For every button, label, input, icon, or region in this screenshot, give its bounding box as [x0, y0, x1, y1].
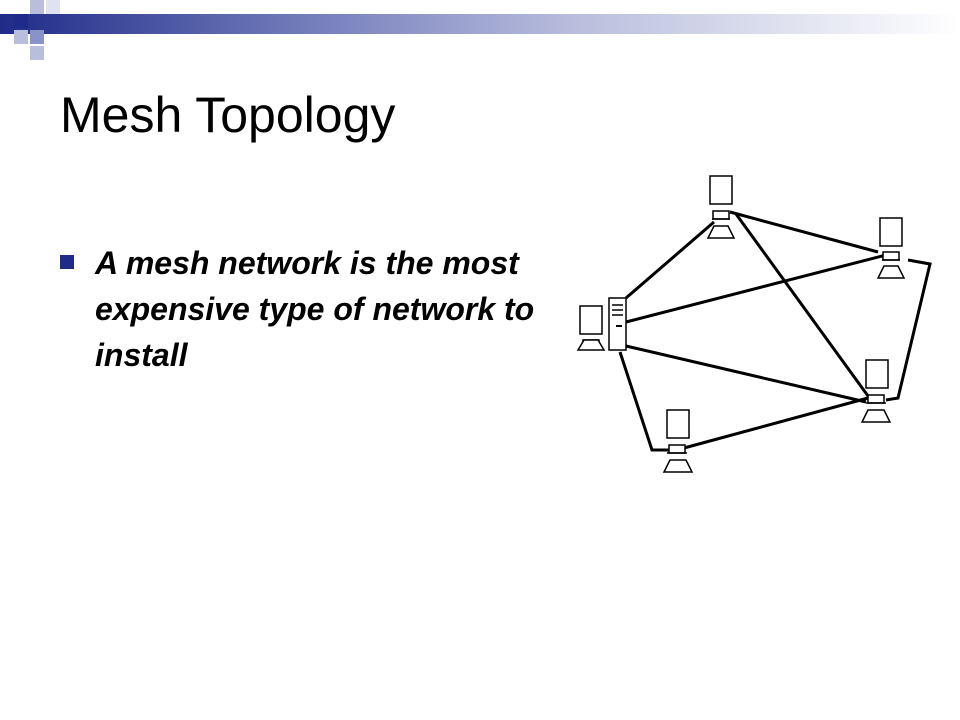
bullet-list: A mesh network is the most expensive typ… [60, 240, 560, 378]
header-square-light-2 [14, 30, 28, 44]
link-pc-bottom-pc-right-bottom [683, 396, 869, 450]
header-square-dark-1 [14, 14, 28, 28]
header-square-light-1 [30, 0, 44, 14]
server-icon [608, 297, 627, 351]
bullet-item: A mesh network is the most expensive typ… [60, 240, 560, 378]
network-links [618, 210, 932, 452]
bullet-text: A mesh network is the most expensive typ… [95, 245, 535, 373]
workstation-icon [706, 175, 736, 239]
workstation-icon [876, 217, 906, 279]
header-square-mid-1 [30, 30, 44, 44]
workstation-icon [576, 305, 606, 351]
link-pc-top-pc-right-bottom [734, 213, 870, 397]
header-square-mid-2 [30, 46, 44, 60]
link-pc-right-top-pc-right-bottom [885, 258, 932, 402]
header-gradient-bar [0, 14, 960, 34]
mesh-topology-diagram [576, 175, 932, 473]
slide-title: Mesh Topology [60, 87, 396, 143]
link-server-pc-bottom [618, 351, 670, 452]
header-square-light-3 [46, 0, 60, 14]
workstation-icon [662, 409, 694, 473]
link-server-pc-right-bottom [625, 344, 867, 404]
square-bullet-icon [60, 255, 74, 269]
workstation-icon [860, 359, 892, 423]
link-server-pc-right-top [625, 252, 891, 324]
link-pc-top-pc-right-top [729, 210, 879, 254]
link-server-pc-top [625, 220, 715, 300]
